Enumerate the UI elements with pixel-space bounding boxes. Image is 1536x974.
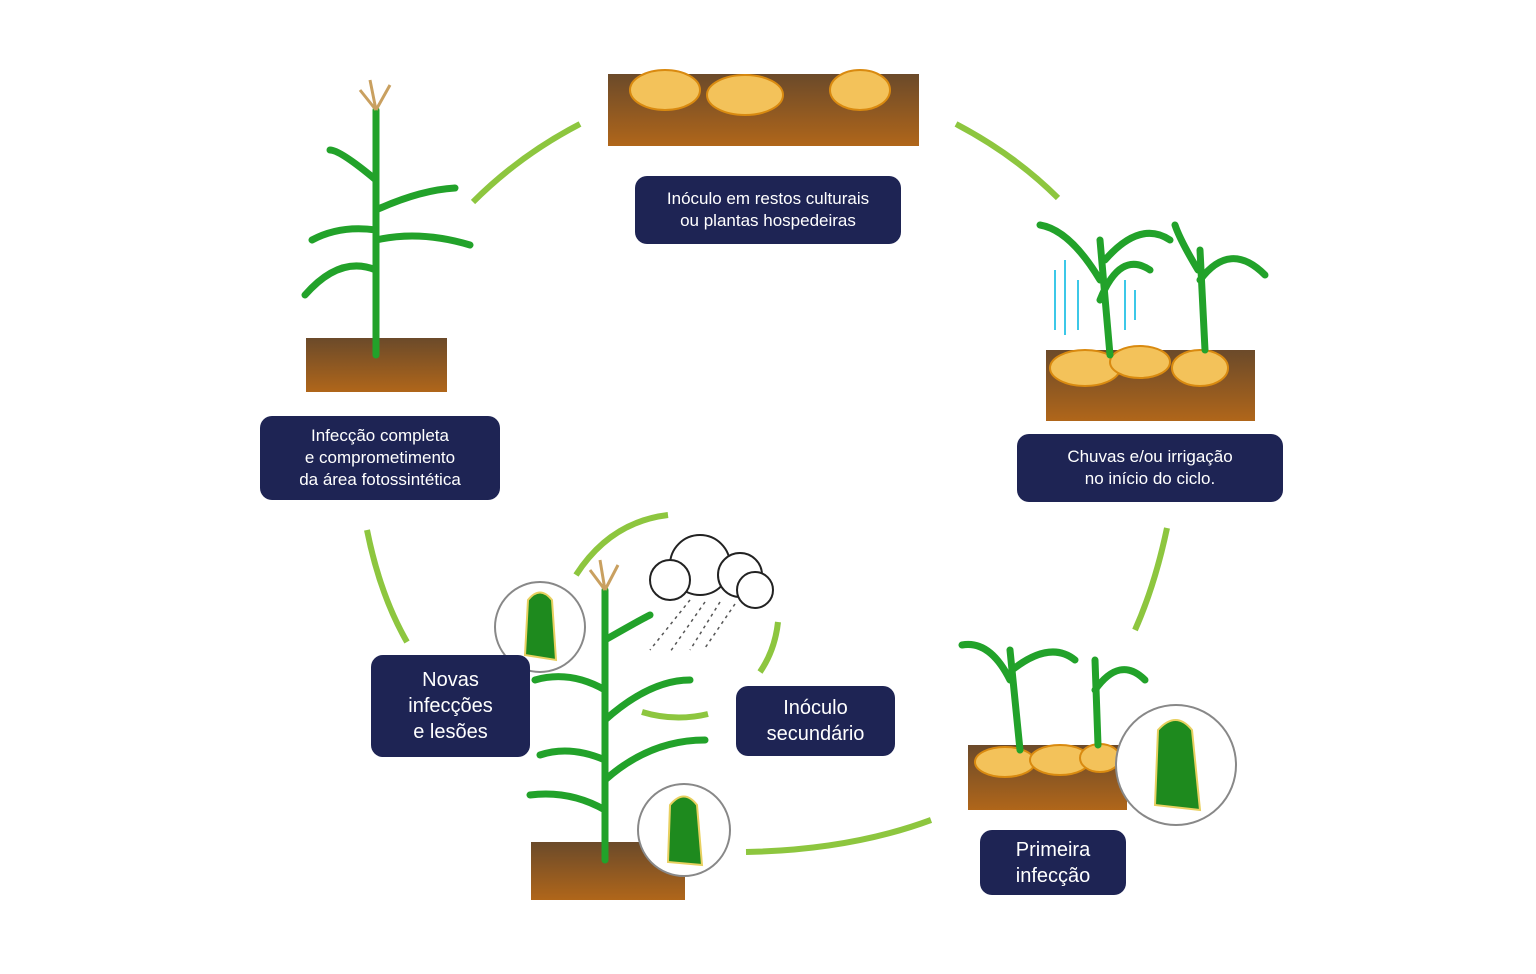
arc-5 — [364, 529, 410, 644]
plants — [301, 106, 1269, 864]
cycle-arrows — [364, 121, 1170, 855]
rain-drops — [649, 599, 736, 653]
tassels — [358, 79, 620, 591]
arc-4 — [745, 817, 933, 855]
arc-6 — [573, 512, 669, 577]
arc-2 — [954, 121, 1061, 201]
stage-label-rain: Chuvas e/ou irrigação no início do ciclo… — [1017, 434, 1283, 502]
lesion-zoom-circles — [494, 581, 1237, 877]
arc-3 — [1132, 527, 1170, 632]
arc-7 — [757, 621, 781, 674]
crop-debris — [629, 69, 1229, 778]
stage-label-first-infection: Primeira infecção — [980, 830, 1126, 895]
arc-1 — [470, 121, 582, 205]
stage-label-new-infections: Novas infecções e lesões — [371, 655, 530, 757]
stage-label-inoculum: Inóculo em restos culturais ou plantas h… — [635, 176, 901, 244]
rain-icon — [1054, 260, 1136, 335]
stage-label-secondary-inoculum: Inóculo secundário — [736, 686, 895, 756]
arc-8 — [641, 709, 709, 721]
cloud-icon — [649, 534, 774, 609]
stage-label-complete-infection: Infecção completa e comprometimento da á… — [260, 416, 500, 500]
